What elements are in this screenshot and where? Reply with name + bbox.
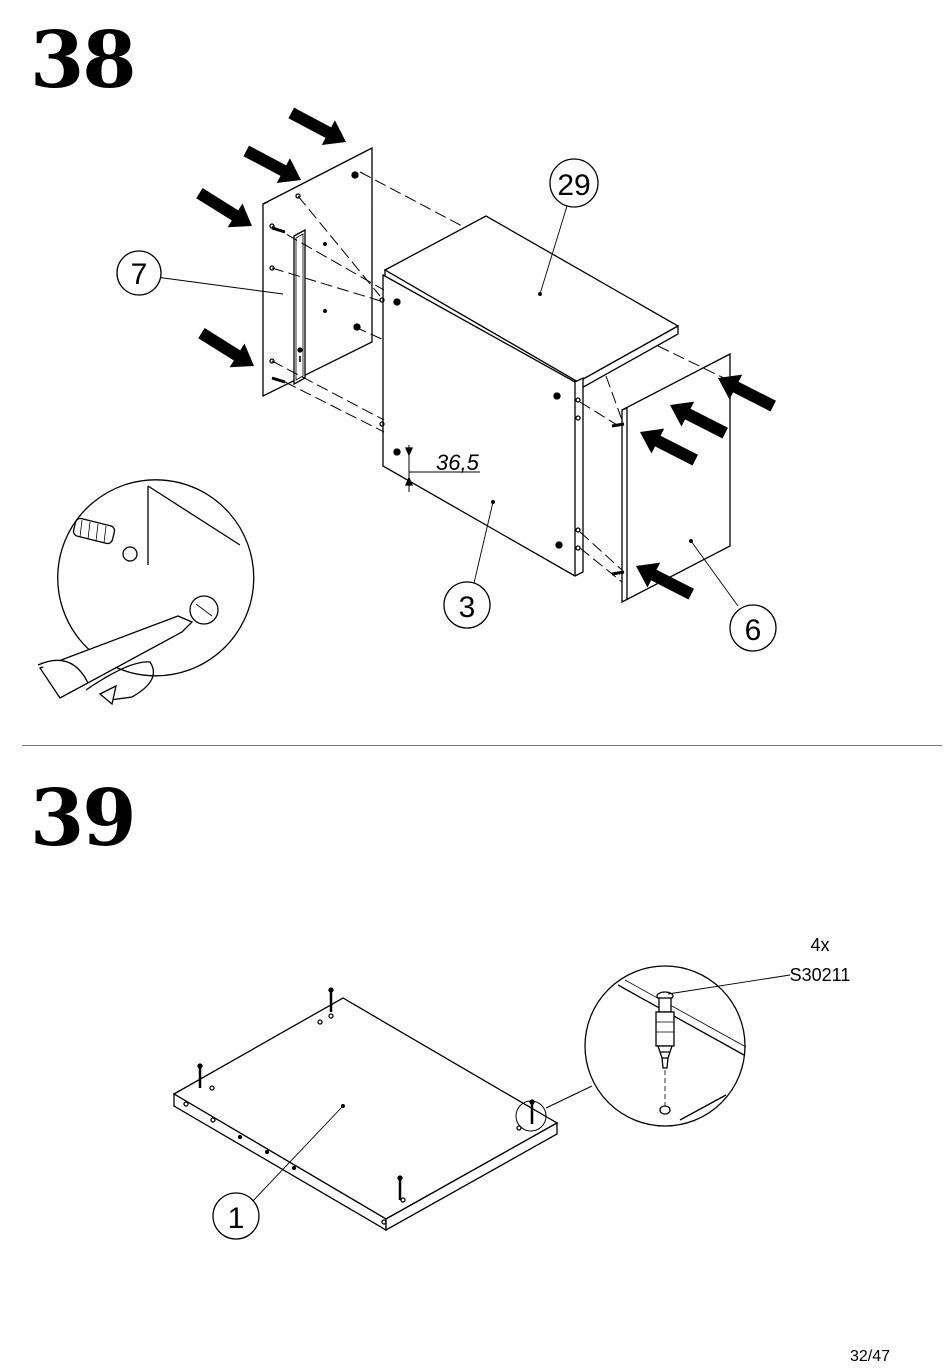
hardware-quantity: 4x [810,935,829,955]
callout-label-3: 3 [459,591,476,624]
callout-label-1: 1 [228,1202,245,1235]
callout-label-6: 6 [745,614,762,647]
callout-label-7: 7 [131,258,148,291]
step39-illustration [174,966,790,1239]
side-panel-left [263,148,372,396]
page-number: 32/47 [850,1348,890,1366]
dimension-label: 36,5 [436,450,480,475]
detail-magnifier-cam-pin [585,966,790,1126]
callout-label-29: 29 [557,169,590,202]
detail-magnifier-screwdriver [38,480,254,704]
side-panel-right [612,354,730,602]
hardware-code: S30211 [790,965,851,985]
step38-illustration [38,101,780,704]
